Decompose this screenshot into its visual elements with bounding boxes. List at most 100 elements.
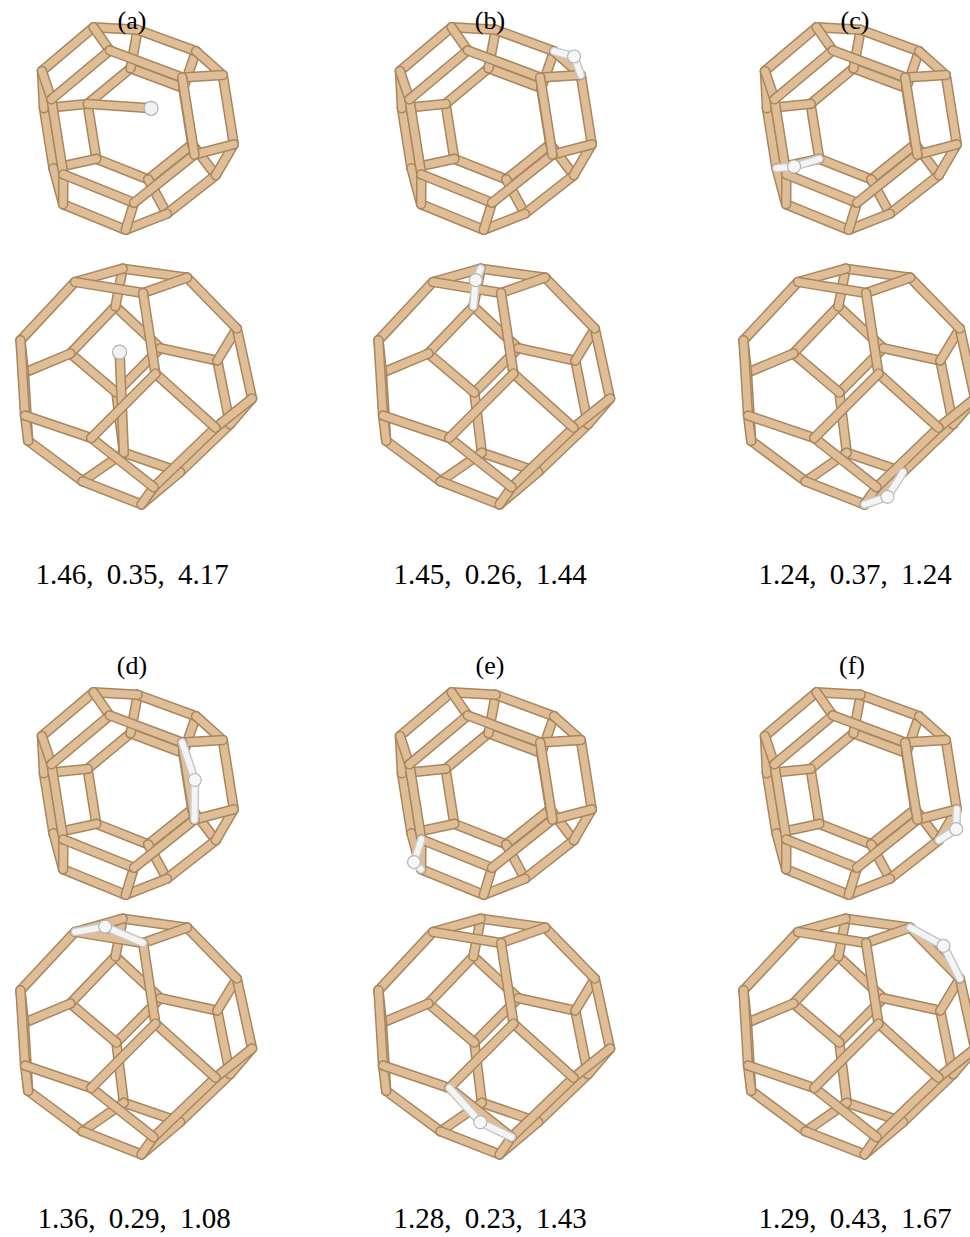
bond xyxy=(905,740,946,742)
bond-outline xyxy=(917,809,956,819)
bond-outline xyxy=(581,740,592,809)
bond xyxy=(747,1003,793,1022)
bond-outline xyxy=(409,99,421,174)
bond-outline xyxy=(492,820,552,868)
value-triple: 1.45, 0.26, 1.44 xyxy=(393,560,586,589)
bond-outline xyxy=(63,204,126,230)
bond xyxy=(155,1024,215,1078)
bond-outline xyxy=(878,374,938,428)
bond xyxy=(83,1131,142,1154)
value-triple: 1.36, 0.29, 1.08 xyxy=(37,1204,230,1233)
bond-outline xyxy=(134,820,194,868)
bond xyxy=(518,348,575,360)
bond xyxy=(143,943,155,1024)
bond xyxy=(88,68,131,104)
bond-outline xyxy=(223,75,234,144)
bond-outline xyxy=(540,740,581,742)
bond-outline xyxy=(501,278,545,293)
cage-side-view xyxy=(743,919,970,1155)
hydrogen-atom xyxy=(188,774,201,787)
bond xyxy=(63,839,134,867)
bond-outline xyxy=(501,928,545,943)
bond xyxy=(382,353,428,372)
bond-outline xyxy=(409,50,467,99)
cage-side-view xyxy=(743,269,970,505)
bond-outline xyxy=(468,715,540,742)
bond xyxy=(138,30,196,51)
bond-outline xyxy=(182,77,194,154)
bond xyxy=(88,104,97,159)
bond xyxy=(383,1066,449,1088)
bond-outline xyxy=(446,733,489,769)
bond-outline xyxy=(428,353,474,392)
bond-outline xyxy=(866,278,910,293)
bond-outline xyxy=(883,998,940,1010)
bond xyxy=(786,174,857,202)
bond-outline xyxy=(182,740,223,742)
bond xyxy=(774,50,832,99)
bond xyxy=(574,1048,611,1077)
bond xyxy=(409,764,421,839)
bond xyxy=(883,348,940,360)
bond xyxy=(421,839,492,867)
bond xyxy=(786,839,857,867)
bond xyxy=(518,998,575,1010)
bond-outline xyxy=(492,155,552,203)
bond-outline xyxy=(386,441,440,481)
bond-outline xyxy=(890,175,939,213)
bond-outline xyxy=(433,282,501,293)
bond xyxy=(446,769,455,824)
bond xyxy=(513,1024,573,1078)
bond-outline xyxy=(154,428,216,487)
bond-outline xyxy=(786,174,857,202)
bond xyxy=(786,869,849,895)
bond xyxy=(449,438,511,487)
bond xyxy=(378,932,433,990)
cage-top-view xyxy=(42,27,234,229)
bond xyxy=(866,943,878,1024)
bond xyxy=(24,353,70,372)
bond-outline xyxy=(51,715,109,764)
bond-outline xyxy=(143,278,187,293)
bond-outline xyxy=(878,1024,938,1078)
bond-outline xyxy=(83,481,142,504)
bond-outline xyxy=(143,928,187,943)
bond xyxy=(525,175,574,213)
bond-outline xyxy=(811,104,820,159)
bond-outline xyxy=(866,293,878,374)
bridge-bond xyxy=(910,928,960,979)
bond xyxy=(786,204,849,230)
bond-outline xyxy=(24,353,70,372)
bond-outline xyxy=(160,348,217,360)
bond xyxy=(501,293,513,374)
hydrogen-atom xyxy=(937,939,950,952)
bond xyxy=(857,820,917,868)
bond-outline xyxy=(468,50,540,77)
bond xyxy=(187,278,237,329)
bond-outline xyxy=(454,824,506,845)
bond xyxy=(70,1003,116,1042)
bond xyxy=(143,928,187,943)
bond-outline xyxy=(182,75,223,77)
bond xyxy=(819,159,871,180)
bond xyxy=(574,398,611,427)
bond xyxy=(63,204,126,230)
bond xyxy=(20,282,75,340)
bond xyxy=(890,175,939,213)
bond xyxy=(75,282,143,293)
bond-outline xyxy=(382,1003,428,1022)
bond-outline xyxy=(91,374,155,438)
bond-outline xyxy=(446,769,455,824)
bond xyxy=(496,695,554,716)
bond-outline xyxy=(167,840,216,878)
bond xyxy=(143,293,155,374)
bond xyxy=(138,695,196,716)
bond xyxy=(960,329,970,399)
bond xyxy=(905,75,946,77)
bond-outline xyxy=(814,374,878,438)
bond-outline xyxy=(939,398,970,427)
bond xyxy=(378,340,383,415)
bond xyxy=(878,1024,938,1078)
bond xyxy=(501,278,545,293)
bond xyxy=(540,740,581,742)
